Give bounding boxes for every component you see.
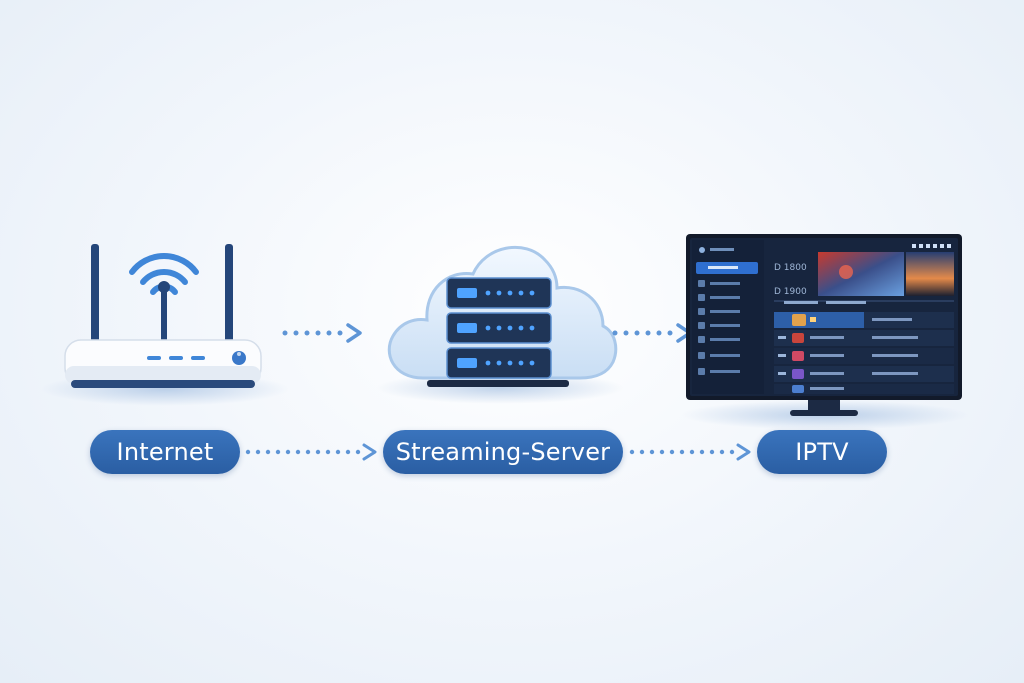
tv-subheader-text: D 1900 [774,287,807,297]
iptv-monitor-icon: D 1800 D 1900 [686,234,962,416]
cloud-server-icon [387,245,618,387]
dotted-arrow-icon [245,443,377,461]
internet-label: Internet [90,430,240,474]
dotted-arrow-icon [282,323,362,343]
wifi-router-icon [64,244,262,388]
dotted-arrow-icon [629,443,751,461]
tv-header-text: D 1800 [774,263,807,273]
iptv-label: IPTV [757,430,887,474]
streaming-server-label: Streaming-Server [383,430,623,474]
